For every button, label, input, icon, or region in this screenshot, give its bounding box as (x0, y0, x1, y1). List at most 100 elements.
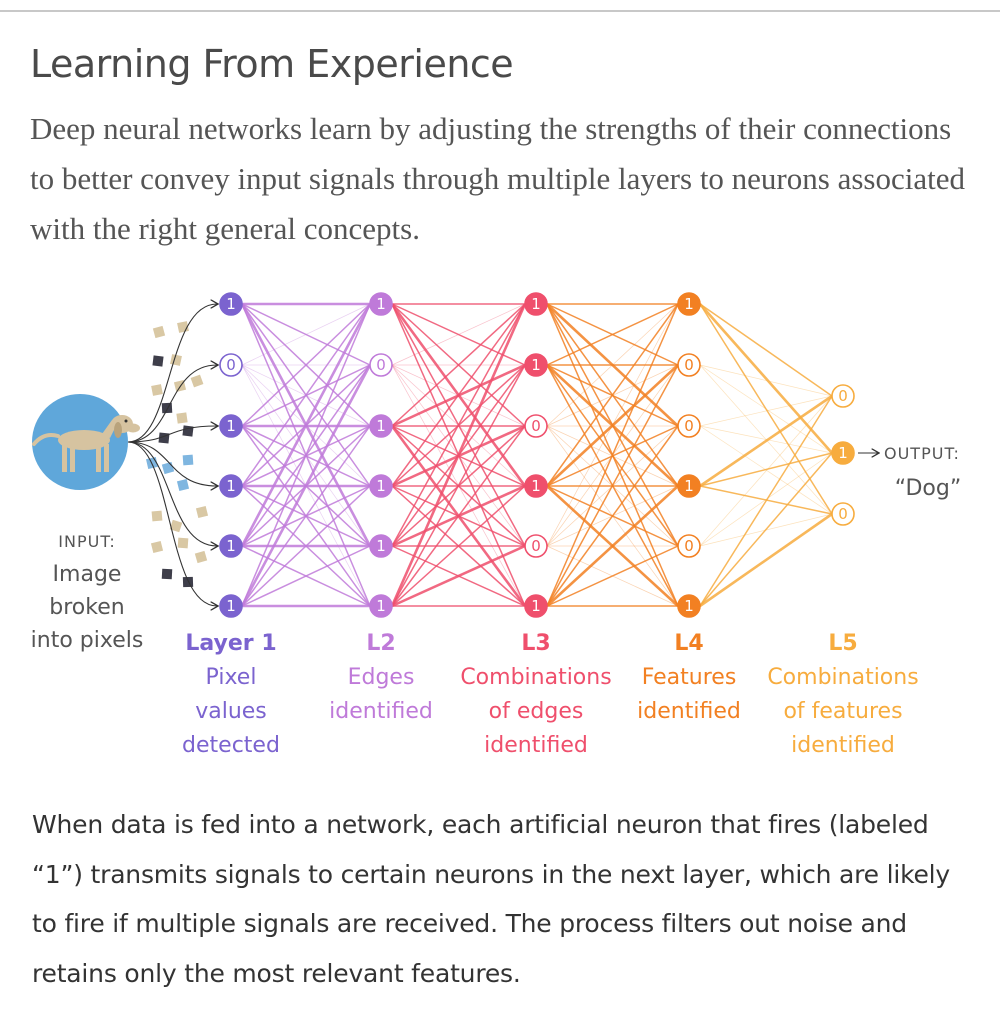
neuron-node: 1 (369, 414, 393, 438)
pixel-square (195, 505, 209, 519)
neuron-value: 1 (684, 295, 694, 313)
connection-line (241, 425, 371, 607)
neuron-value: 1 (684, 597, 694, 615)
top-divider (0, 10, 1000, 12)
neuron-value: 1 (226, 477, 236, 495)
connection-line (546, 364, 679, 607)
connection-line (241, 303, 371, 366)
connection-line (699, 395, 833, 607)
connection-line (546, 303, 679, 487)
neuron-value: 1 (226, 597, 236, 615)
footer-paragraph: When data is fed into a network, each ar… (32, 810, 950, 988)
layer-name: L3 (521, 631, 550, 656)
neuron-value: 1 (531, 356, 541, 374)
layer-caption-line: Features (642, 665, 737, 690)
connection-line (241, 303, 371, 427)
neuron-node: 1 (831, 441, 855, 465)
connection-line (699, 395, 833, 427)
pixel-square (177, 537, 189, 549)
neuron-value: 1 (531, 597, 541, 615)
layer-name: L5 (828, 631, 857, 656)
neuron-node: 1 (369, 534, 393, 558)
layer-caption-line: of edges (489, 699, 584, 724)
layer-caption-line: of features (783, 699, 902, 724)
connection-line (391, 425, 526, 607)
neuron-node: 1 (219, 292, 243, 316)
layer-caption-line: identified (791, 733, 895, 758)
connection-line (699, 512, 833, 608)
pixel-square (176, 412, 188, 424)
neuron-node: 1 (219, 594, 243, 618)
layer-caption-line: Pixel (206, 665, 257, 690)
layer-caption-line: values (195, 699, 267, 724)
neuron-node: 0 (219, 353, 243, 377)
connection-line (546, 303, 679, 547)
layer-caption-line: detected (182, 733, 280, 758)
connection-line (391, 485, 526, 607)
connection-line (699, 452, 833, 607)
pixel-square (161, 568, 173, 580)
neuron-node: 1 (677, 292, 701, 316)
connection-line (699, 394, 833, 488)
input-caption-line: Image (53, 562, 122, 587)
neuron-node: 1 (524, 594, 548, 618)
connection-line (699, 452, 833, 547)
connection-line (546, 545, 679, 607)
pixel-square (182, 576, 194, 588)
neuron-node: 0 (677, 534, 701, 558)
page-subtitle: Deep neural networks learn by adjusting … (30, 111, 965, 246)
page-title: Learning From Experience (30, 42, 514, 86)
input-caption-line: into pixels (31, 628, 144, 653)
connection-line (240, 364, 372, 607)
neuron-node: 1 (677, 474, 701, 498)
neuron-node: 0 (677, 414, 701, 438)
layer-caption-line: Edges (348, 665, 415, 690)
neuron-value: 0 (838, 505, 848, 523)
pixel-square (161, 461, 175, 475)
neuron-value: 0 (684, 417, 694, 435)
pixel-square (169, 519, 183, 533)
connection-line (546, 485, 679, 607)
connection-line (699, 364, 833, 454)
pixel-square (161, 402, 173, 414)
neuron-value: 1 (376, 597, 386, 615)
connection-line (391, 303, 526, 366)
neuron-node: 0 (831, 384, 855, 408)
layer-name: Layer 1 (185, 631, 276, 656)
input-caption-line: broken (49, 595, 124, 620)
pixel-square (152, 355, 164, 367)
pixel-square (151, 510, 163, 522)
neuron-value: 1 (226, 295, 236, 313)
connection-line (699, 364, 833, 397)
neuron-node: 1 (219, 474, 243, 498)
neuron-value: 1 (376, 417, 386, 435)
connection-line (391, 364, 526, 607)
neuron-value: 0 (531, 417, 541, 435)
connection-line (241, 545, 371, 607)
neuron-value: 1 (376, 477, 386, 495)
connection-line (546, 303, 679, 427)
neuron-value: 0 (226, 356, 236, 374)
connection-line (391, 303, 526, 547)
connection-line (241, 485, 371, 607)
connection-line (699, 395, 833, 547)
connection-line (391, 303, 526, 487)
input-arrow (127, 441, 217, 486)
output-heading: OUTPUT: (884, 444, 960, 463)
layer-caption-line: Combinations (767, 665, 918, 690)
input-arrow (127, 304, 217, 443)
neuron-node: 0 (524, 534, 548, 558)
neuron-node: 1 (524, 474, 548, 498)
input-arrow (127, 441, 217, 606)
connection-line (699, 303, 833, 397)
dog-icon (32, 394, 140, 490)
layer-caption-line: Combinations (460, 665, 611, 690)
connection-line (546, 364, 679, 487)
pixel-square (182, 454, 194, 466)
output-value: “Dog” (895, 476, 961, 501)
neuron-node: 1 (524, 292, 548, 316)
pixel-square (152, 325, 166, 339)
neuron-value: 0 (838, 387, 848, 405)
neuron-node: 0 (831, 502, 855, 526)
